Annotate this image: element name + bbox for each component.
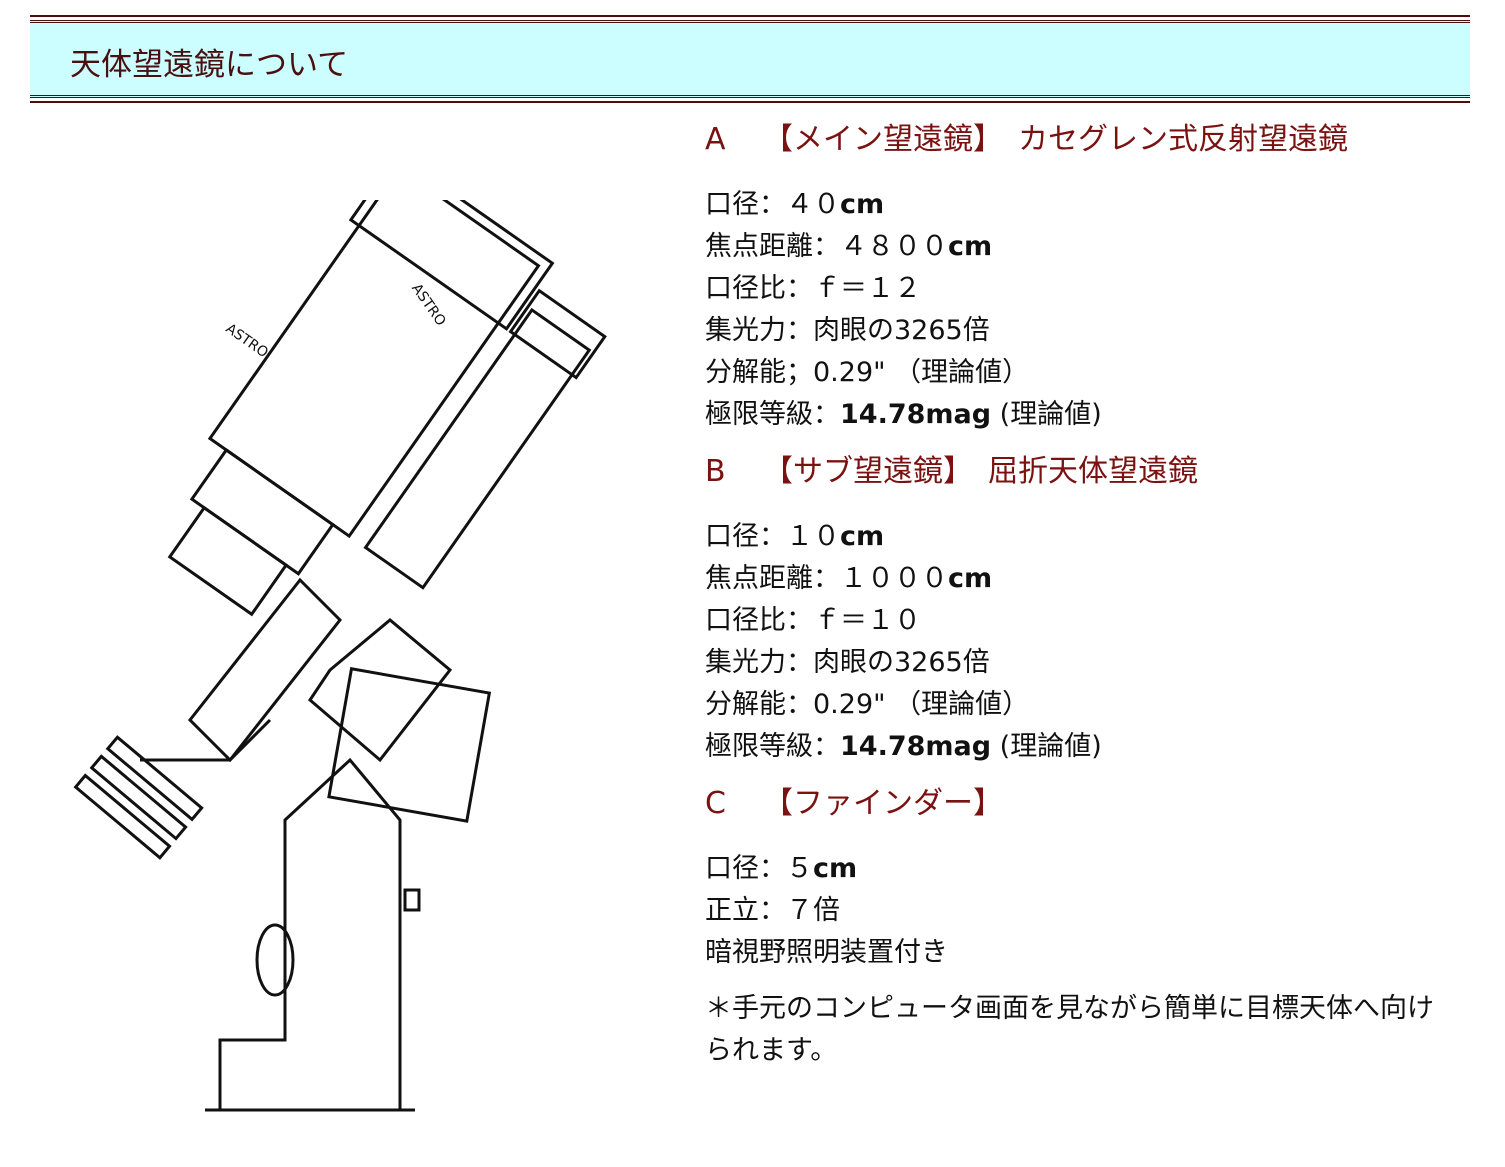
spec-line: 正立：７倍 [705, 890, 1465, 932]
spec-line: 焦点距離：４８００cm [705, 226, 1465, 268]
spec-bold: cm [813, 853, 858, 884]
spec-bold: cm [840, 189, 885, 220]
section-title: 【サブ望遠鏡】 屈折天体望遠鏡 [763, 454, 1198, 489]
brand-label: ASTRO [223, 321, 271, 362]
section-finder: C 【ファインダー】 口径：５cm 正立：７倍暗視野照明装置付き [705, 782, 1465, 974]
section-letter: B [705, 454, 726, 489]
spec-pre: 口径：４０ [705, 189, 840, 220]
spec-pre: 焦点距離：４８００ [705, 231, 948, 262]
section-letter: A [705, 122, 726, 157]
spec-line: 口径：４０cm [705, 184, 1465, 226]
spec-line: 集光力：肉眼の3265倍 [705, 642, 1465, 684]
spec-pre: 集光力：肉眼の3265倍 [705, 315, 990, 346]
spec-bold: 14.78mag [840, 731, 992, 762]
spec-line: 極限等級：14.78mag (理論値) [705, 726, 1465, 768]
brand-label-finder: ASTRO [408, 281, 449, 329]
spec-pre: 分解能：0.29" （理論値） [705, 689, 1030, 720]
spec-pre: 集光力：肉眼の3265倍 [705, 647, 990, 678]
spec-line: 分解能；0.29" （理論値） [705, 352, 1465, 394]
spec-pre: 口径：５ [705, 853, 813, 884]
section-title: 【ファインダー】 [763, 786, 1003, 821]
spec-post: (理論値) [991, 399, 1102, 430]
page-header: 天体望遠鏡について [30, 15, 1470, 103]
spec-line: 集光力：肉眼の3265倍 [705, 310, 1465, 352]
spec-pre: 正立：７倍 [705, 895, 840, 926]
section-heading: A 【メイン望遠鏡】 カセグレン式反射望遠鏡 [705, 118, 1465, 162]
spec-bold: cm [840, 521, 885, 552]
spec-line: 口径：５cm [705, 848, 1465, 890]
spec-pre: 焦点距離：１０００ [705, 563, 948, 594]
spec-line: 口径比：ｆ＝１２ [705, 268, 1465, 310]
page-title: 天体望遠鏡について [70, 47, 349, 83]
spec-pre: 暗視野照明装置付き [705, 937, 948, 968]
spec-pre: 極限等級： [705, 399, 840, 430]
section-heading: B 【サブ望遠鏡】 屈折天体望遠鏡 [705, 450, 1465, 494]
section-heading: C 【ファインダー】 [705, 782, 1465, 826]
note-text: ＊手元のコンピュータ画面を見ながら簡単に目標天体へ向けられます。 [705, 993, 1434, 1066]
spec-pre: 口径比：ｆ＝１０ [705, 605, 921, 636]
spec-pre: 口径：１０ [705, 521, 840, 552]
spec-post: (理論値) [991, 731, 1102, 762]
spec-pre: 口径比：ｆ＝１２ [705, 273, 921, 304]
spec-pre: 分解能；0.29" （理論値） [705, 357, 1030, 388]
spec-bold: 14.78mag [840, 399, 992, 430]
spec-line: 口径比：ｆ＝１０ [705, 600, 1465, 642]
spec-line: 極限等級：14.78mag (理論値) [705, 394, 1465, 436]
section-letter: C [705, 786, 726, 821]
spec-bold: cm [948, 563, 993, 594]
telescope-illustration: ASTRO ASTRO [73, 200, 607, 1112]
spec-line: 分解能：0.29" （理論値） [705, 684, 1465, 726]
section-title: 【メイン望遠鏡】 カセグレン式反射望遠鏡 [763, 122, 1348, 157]
spec-line: 焦点距離：１０００cm [705, 558, 1465, 600]
spec-pre: 極限等級： [705, 731, 840, 762]
spec-bold: cm [948, 231, 993, 262]
spec-line: 口径：１０cm [705, 516, 1465, 558]
spec-line: 暗視野照明装置付き [705, 932, 1465, 974]
